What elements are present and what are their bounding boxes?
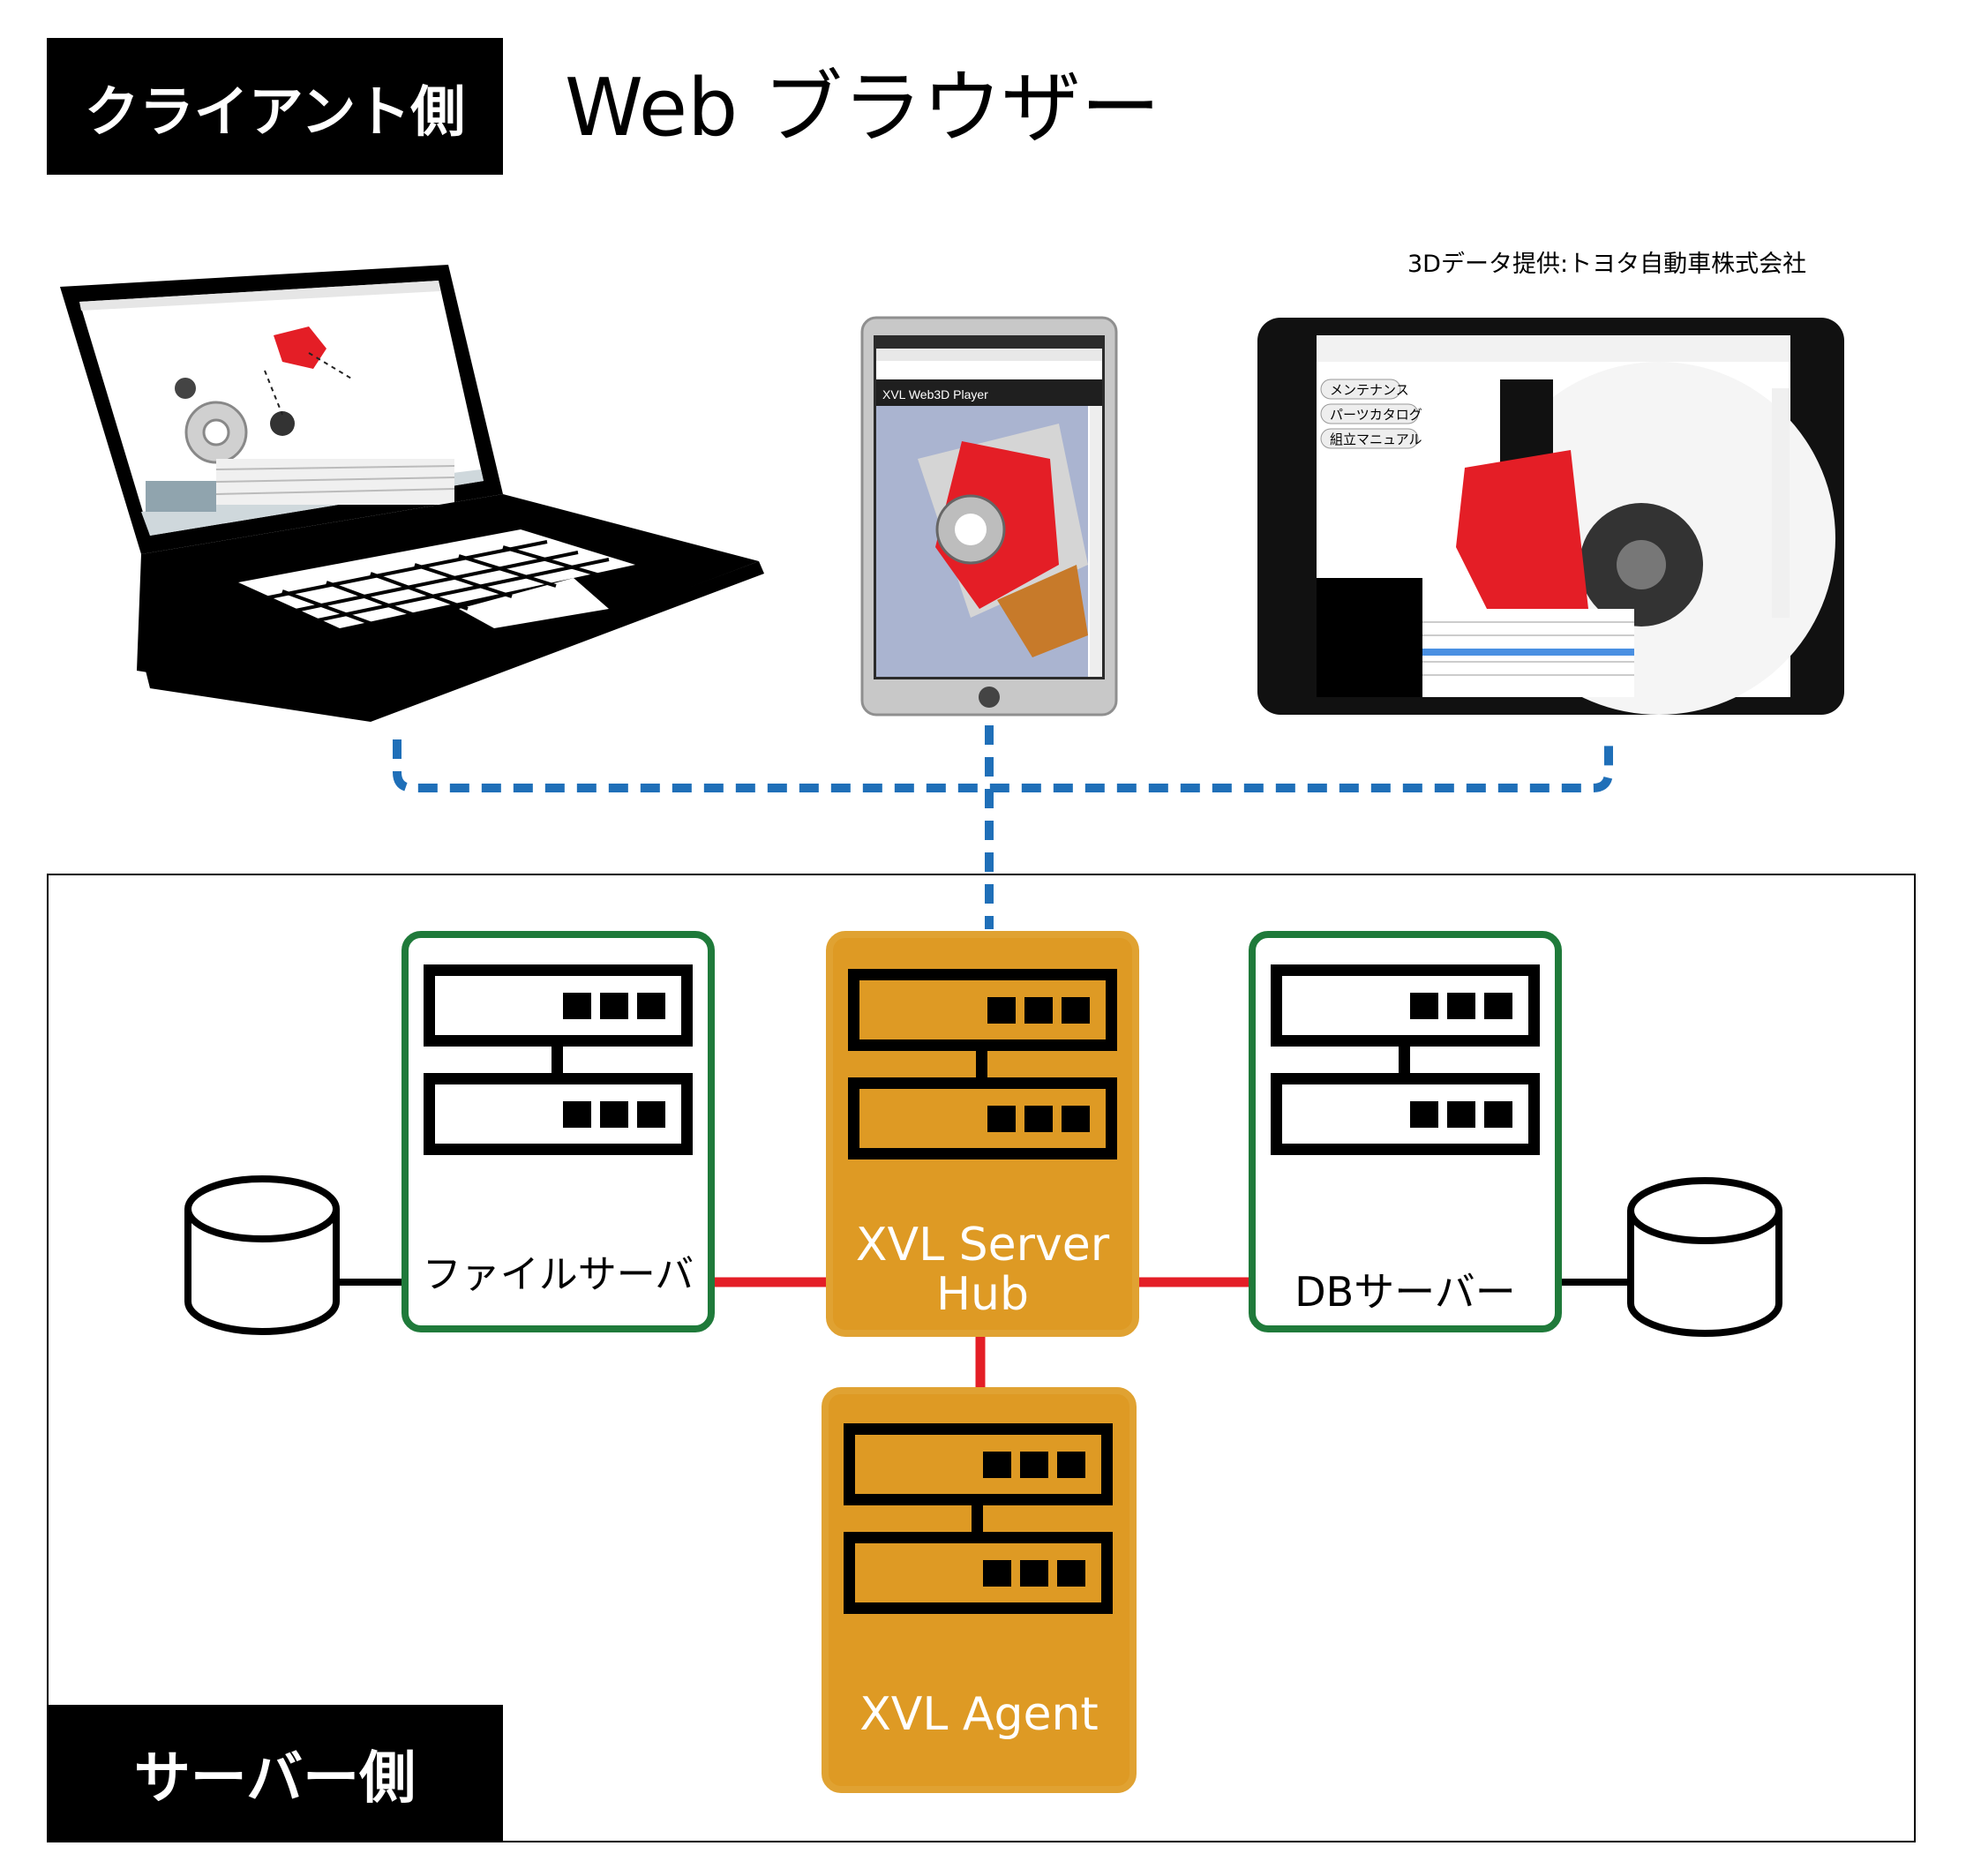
db-server: DBサーバー — [1249, 931, 1562, 1332]
hub-label-line2: Hub — [935, 1268, 1030, 1321]
server-area — [47, 874, 1916, 1842]
ipad-button-parts-catalog: パーツカタログ — [1330, 408, 1422, 423]
agent-label: XVL Agent — [859, 1688, 1099, 1741]
database-cylinder-icon — [184, 1175, 340, 1335]
server-rack-icon — [848, 969, 1117, 1051]
database-cylinder-icon — [1627, 1177, 1782, 1337]
web-browser-title: Web ブラウザー — [565, 62, 1160, 154]
server-rack-icon — [1271, 1073, 1540, 1155]
server-rack-icon — [844, 1532, 1113, 1614]
db-server-label: DBサーバー — [1294, 1268, 1516, 1316]
tablet-icon: XVL Web3D Player — [860, 316, 1118, 717]
server-rack-icon — [844, 1423, 1113, 1505]
server-rack-icon — [1271, 964, 1540, 1047]
client-network-link — [393, 725, 1613, 929]
file-server-label: ファイルサーバ — [422, 1252, 694, 1297]
laptop-icon — [60, 265, 764, 722]
server-side-label: サーバー側 — [47, 1705, 503, 1842]
server-rack-icon — [424, 964, 693, 1047]
tablet-app-title: XVL Web3D Player — [882, 387, 988, 401]
file-server: ファイルサーバ — [401, 931, 715, 1332]
ipad-button-assembly-manual: 組立マニュアル — [1330, 432, 1422, 447]
xvl-agent: XVL Agent — [822, 1387, 1137, 1793]
client-side-label: クライアント側 — [47, 38, 503, 175]
server-links — [713, 1277, 1253, 1392]
ipad-icon: メンテナンス パーツカタログ 組立マニュアル — [1257, 318, 1844, 715]
ipad-button-maintenance: メンテナンス — [1330, 383, 1409, 398]
server-rack-icon — [424, 1073, 693, 1155]
data-credit: 3Dデータ提供:トヨタ自動車株式会社 — [1407, 251, 1807, 278]
server-rack-icon — [848, 1077, 1117, 1159]
hub-label-line1: XVL Server — [855, 1219, 1110, 1272]
xvl-server-hub: XVL Server Hub — [826, 931, 1139, 1337]
